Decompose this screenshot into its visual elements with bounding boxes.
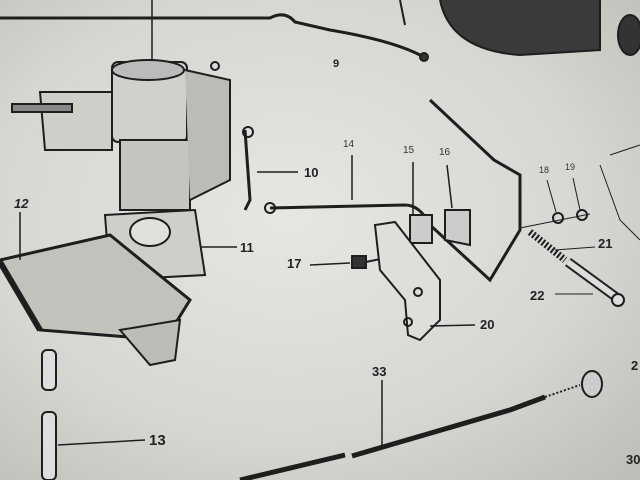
label-part-30-cut: 30 [626,452,640,467]
label-part-14: 14 [343,139,355,150]
spring-21 [527,229,568,263]
cable-33 [239,394,546,480]
label-part-17: 17 [287,256,302,271]
label-part-18: 18 [539,165,550,175]
label-part-21: 21 [598,236,613,251]
carburetor [11,59,231,211]
label-part-15: 15 [403,145,415,156]
label-part-20: 20 [480,317,495,332]
label-part-13: 13 [149,432,166,449]
label-part-19: 19 [565,162,576,172]
label-part-2-cut: 2 [631,358,639,373]
label-part-22: 22 [530,288,545,303]
air-filter [439,0,601,57]
label-part-16: 16 [439,147,451,158]
part-15 [409,214,433,244]
bracket-20 [373,220,441,342]
label-part-33: 33 [372,364,387,379]
bracket-16 [444,209,471,247]
label-part-9: 9 [333,58,340,70]
rod-9 [0,13,421,57]
label-part-11: 11 [240,240,254,255]
label-part-12: 12 [14,196,29,211]
label-part-10: 10 [304,165,319,180]
